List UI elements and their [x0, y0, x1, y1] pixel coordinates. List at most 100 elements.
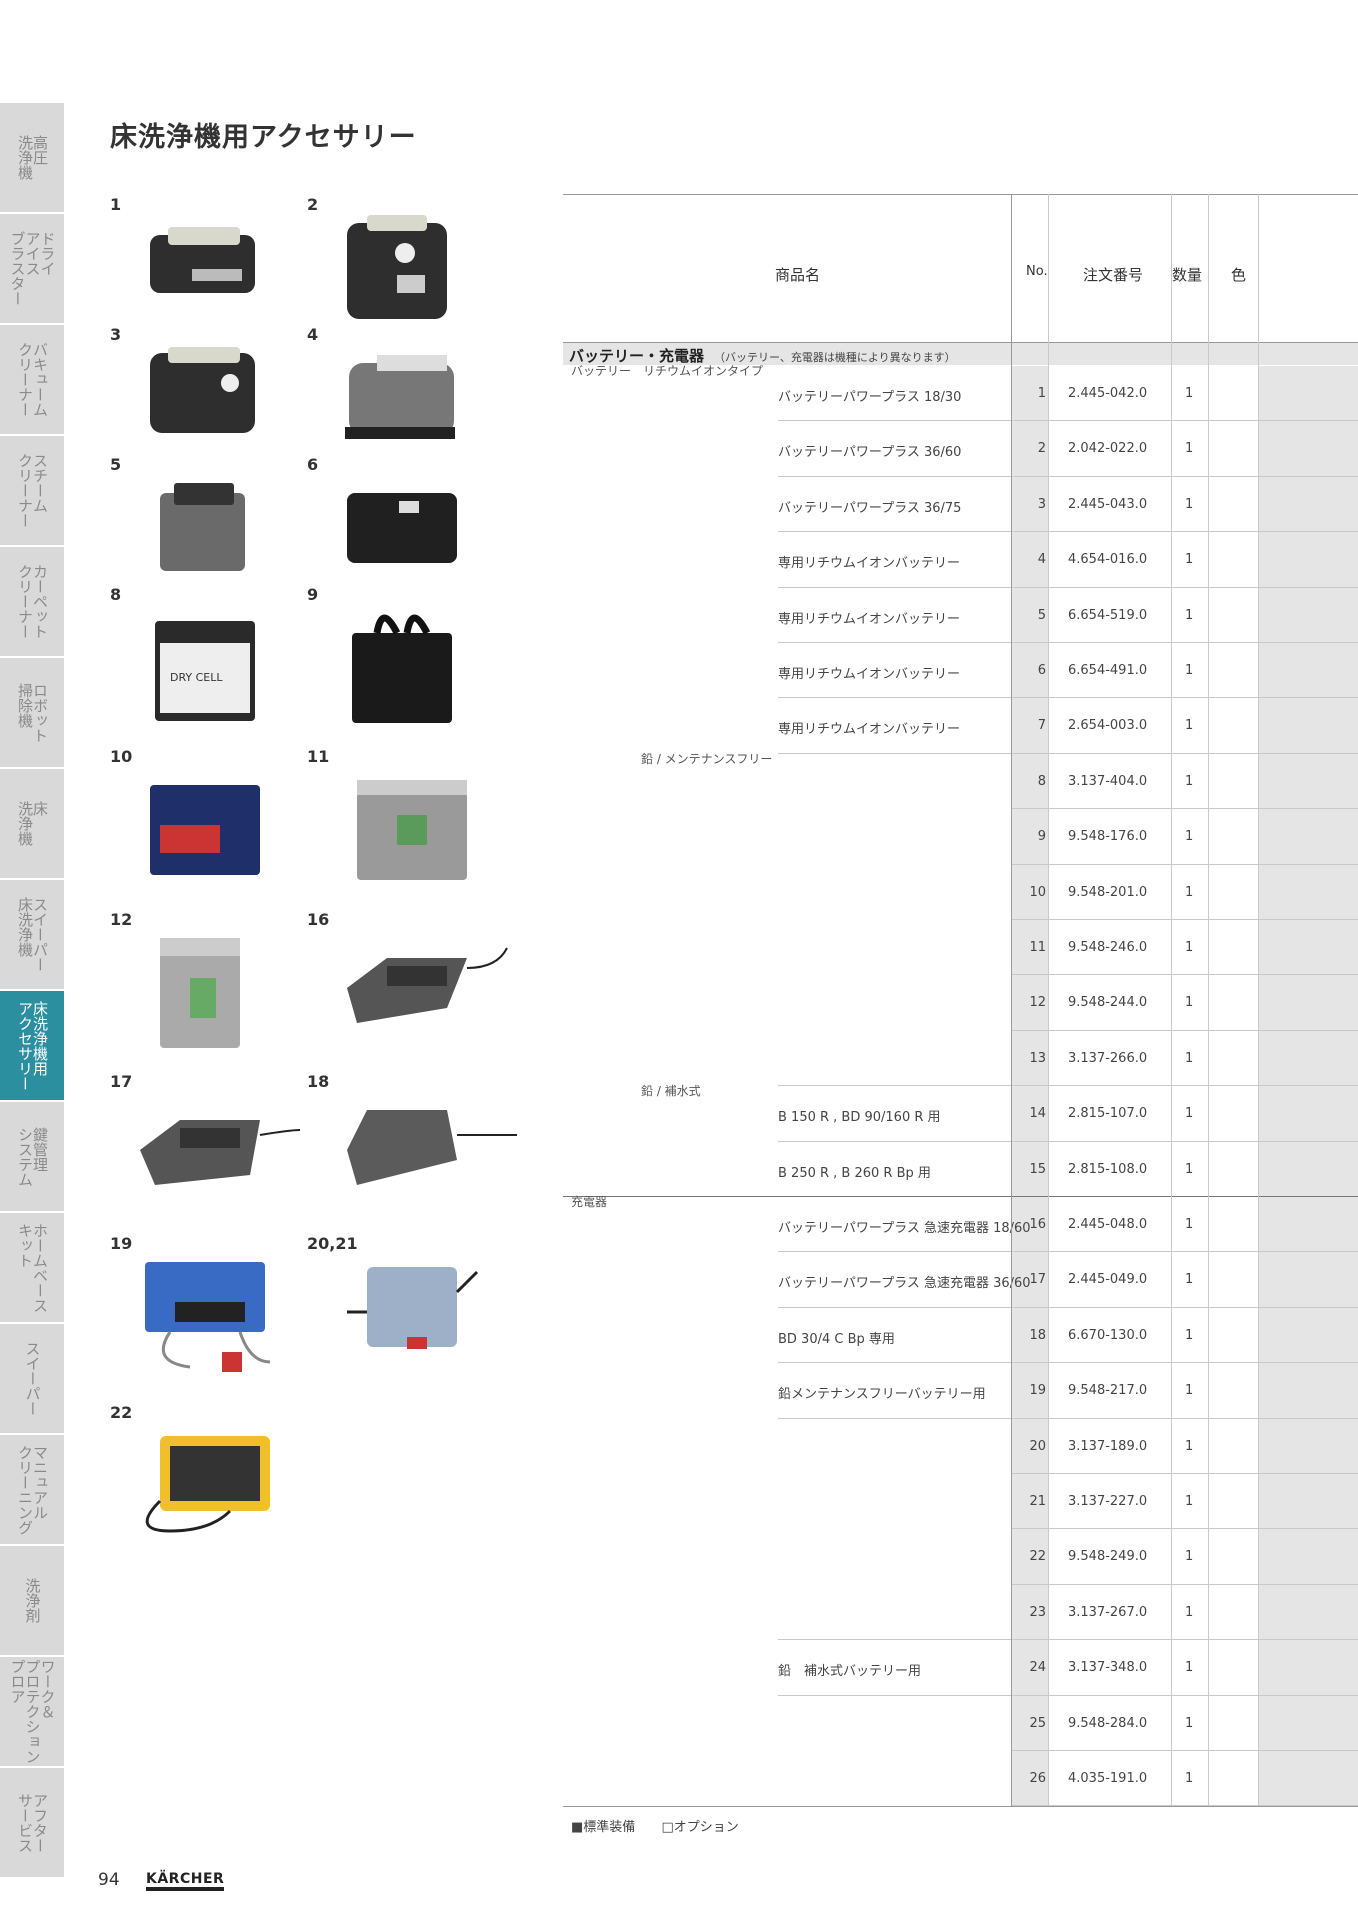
shade-cell: [1258, 643, 1358, 699]
row-no: 9: [1037, 829, 1046, 845]
row-no: 25: [1029, 1715, 1046, 1731]
side-tab-15[interactable]: アフター サービス: [0, 1768, 64, 1879]
shade-cell: [1258, 1197, 1358, 1253]
row-order: 2.815-107.0: [1068, 1106, 1148, 1122]
row-order: 6.670-130.0: [1068, 1327, 1148, 1343]
shade-cell: [1258, 366, 1358, 422]
legend-standard: ■標準装備: [571, 1820, 636, 1835]
row-order: 9.548-176.0: [1068, 829, 1148, 845]
section-note: （バッテリー、充電器は機種により異なります）: [714, 351, 956, 364]
row-order: 3.137-348.0: [1068, 1660, 1148, 1676]
row-no: 24: [1029, 1660, 1046, 1676]
row-name: 専用リチウムイオンバッテリー: [778, 611, 961, 627]
row-rule: [1011, 1805, 1358, 1807]
section-label: バッテリー・充電器（バッテリー、充電器は機種により異なります）: [569, 347, 956, 365]
photo-number: 8: [110, 585, 122, 604]
side-tab-2[interactable]: バキューム クリーナー: [0, 325, 64, 436]
shade-cell: [1011, 1695, 1048, 1751]
row-qty: 1: [1185, 552, 1194, 568]
row-name: バッテリーパワープラス 急速充電器 36/60: [778, 1276, 1031, 1292]
row-qty: 1: [1185, 1715, 1194, 1731]
shade-cell: [1011, 920, 1048, 976]
row-order: 9.548-249.0: [1068, 1549, 1148, 1565]
shade-cell: [1011, 698, 1048, 754]
side-tab-11[interactable]: スイーパー: [0, 1324, 64, 1435]
column-rule-2: [1171, 194, 1172, 1807]
side-tab-label: スイーパー 床洗浄機: [16, 897, 49, 972]
side-tab-7[interactable]: スイーパー 床洗浄機: [0, 880, 64, 991]
side-tab-6[interactable]: 床 洗浄機: [0, 769, 64, 880]
shade-cell: [1258, 476, 1358, 533]
shade-cell: [1258, 532, 1358, 588]
photo-number: 2: [307, 195, 319, 214]
row-qty: 1: [1185, 1660, 1194, 1676]
shade-cell: [1258, 1529, 1358, 1585]
side-tab-4[interactable]: カーペット クリーナー: [0, 547, 64, 658]
row-no: 14: [1029, 1106, 1046, 1122]
row-rule: [778, 1694, 1358, 1696]
side-tab-label: ホームベース キット: [16, 1222, 49, 1313]
row-rule: [1011, 1749, 1358, 1751]
side-tab-1[interactable]: ドライ アイス ブラスター: [0, 214, 64, 325]
svg-text:DRY CELL: DRY CELL: [170, 671, 223, 684]
photo-number: 9: [307, 585, 319, 604]
brand-logo: KÄRCHER: [146, 1872, 225, 1891]
product-photo-2: 3: [110, 325, 300, 455]
row-rule: [778, 420, 1358, 422]
table-bottom-rule: [563, 1806, 1358, 1808]
legend-option: □オプション: [661, 1820, 739, 1835]
shade-cell: [1011, 1197, 1048, 1253]
row-rule: [778, 641, 1358, 643]
row-no: 19: [1029, 1383, 1046, 1399]
shade-cell: [1011, 975, 1048, 1031]
product-photo-8: 10: [110, 747, 300, 877]
side-tab-9[interactable]: 鍵管理 システム: [0, 1102, 64, 1213]
product-photo-16: 22: [110, 1403, 300, 1533]
row-name: バッテリーパワープラス 36/60: [778, 445, 962, 461]
side-tab-label: 高圧 洗浄機: [16, 135, 49, 180]
row-rule: [1011, 974, 1358, 976]
side-tab-10[interactable]: ホームベース キット: [0, 1213, 64, 1324]
row-qty: 1: [1185, 1217, 1194, 1232]
row-no: 21: [1029, 1494, 1046, 1509]
row-order: 9.548-246.0: [1068, 940, 1148, 955]
side-tab-5[interactable]: ロボット 掃除機: [0, 658, 64, 769]
row-no: 10: [1029, 884, 1046, 900]
shade-cell: [1258, 1030, 1358, 1087]
side-tab-12[interactable]: マニュアル クリーニング: [0, 1435, 64, 1546]
photo-number: 10: [110, 747, 133, 766]
side-tab-label: ドライ アイス ブラスター: [8, 231, 57, 306]
row-name: バッテリーパワープラス 急速充電器 18/60: [778, 1221, 1031, 1236]
side-tab-13[interactable]: 洗浄剤: [0, 1546, 64, 1657]
side-tab-14[interactable]: ワーク＆ プロテクション プロア: [0, 1657, 64, 1768]
shade-cell: [1258, 1086, 1358, 1142]
row-no: 13: [1029, 1050, 1046, 1066]
side-tab-8[interactable]: 床洗浄機用 アクセサリー: [0, 991, 64, 1102]
row-order: 3.137-404.0: [1068, 773, 1148, 789]
product-photo-7: 9: [307, 585, 497, 723]
row-no: 4: [1037, 552, 1046, 568]
product-photo-15: 20,21: [307, 1234, 497, 1364]
product-photo-13: 18: [307, 1072, 517, 1202]
photo-number: 4: [307, 325, 319, 344]
row-no: 20: [1029, 1438, 1046, 1454]
row-qty: 1: [1185, 1161, 1194, 1177]
side-tab-0[interactable]: 高圧 洗浄機: [0, 103, 64, 214]
shade-cell: [1011, 1086, 1048, 1142]
row-no: 22: [1029, 1549, 1046, 1565]
side-tab-3[interactable]: スチーム クリーナー: [0, 436, 64, 547]
row-name: 専用リチウムイオンバッテリー: [778, 722, 961, 738]
row-order: 2.445-049.0: [1068, 1272, 1148, 1288]
row-no: 16: [1029, 1217, 1046, 1232]
side-tab-label: カーペット クリーナー: [16, 564, 49, 639]
